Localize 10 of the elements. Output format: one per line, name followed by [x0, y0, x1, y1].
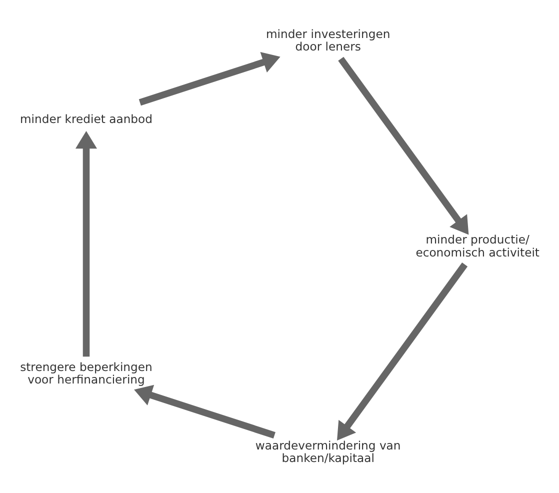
arrow [337, 262, 468, 440]
arrow [338, 56, 469, 234]
node-text: minder investeringen door leners [266, 26, 390, 54]
node-text: minder krediet aanbod [20, 111, 152, 126]
node-text: waardevermindering van banken/kapitaal [255, 438, 401, 465]
node-text: minder productie/ economisch activiteit [416, 232, 540, 259]
node-text: strengere beperkingen voor herfinanciering [20, 359, 152, 386]
arrow [134, 384, 276, 438]
arrow [75, 130, 98, 356]
arrow [138, 51, 280, 106]
